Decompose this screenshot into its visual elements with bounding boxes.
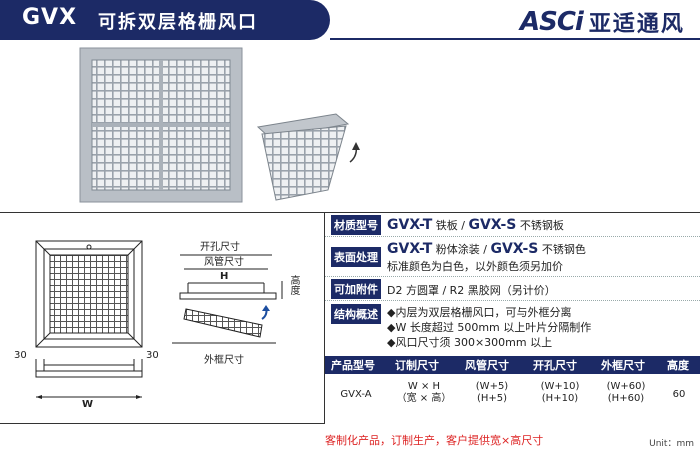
- surface-s-code: GVX-S: [490, 241, 539, 257]
- cell-duct-h: (H+5): [476, 393, 508, 404]
- header-bar: [0, 0, 330, 40]
- structure-bullet: ◆内层为双层格栅风口，可与外框分离: [387, 306, 572, 319]
- surface-note: 标准颜色为白色，以外颜色须另加价: [387, 260, 563, 273]
- surface-t-desc: 粉体涂装 /: [435, 243, 487, 256]
- product-photo-area: [0, 42, 700, 210]
- surface-t-code: GVX-T: [387, 241, 433, 257]
- material-s-code: GVX-S: [468, 217, 517, 233]
- cell-custom-size: W × H: [407, 381, 441, 392]
- front-view-drawing: [35, 240, 143, 348]
- surface-s-desc: 不锈钢色: [541, 243, 586, 256]
- grille-open-photo: [256, 113, 360, 201]
- page-title: 可拆双层格栅风口: [98, 12, 258, 33]
- material-s-desc: 不锈钢板: [519, 219, 564, 232]
- brand-logo: ASCi: [520, 7, 584, 37]
- material-t-desc: 铁板 /: [435, 219, 465, 232]
- structure-label: 结构概述: [331, 304, 381, 324]
- header-divider: [330, 38, 700, 40]
- technical-drawing: 30 30 W 开孔尺寸 风管尺寸 H 高度 外框尺寸: [0, 212, 325, 424]
- cell-custom-size-note: （宽 × 高）: [396, 393, 452, 404]
- left-margin-label: 30: [14, 350, 27, 361]
- opening-size-label: 开孔尺寸: [200, 242, 240, 253]
- cell-height: 60: [672, 389, 686, 400]
- cell-opening-h: (H+10): [541, 393, 579, 404]
- spec-row-surface: 表面处理 GVX-T 粉体涂装 / GVX-S 不锈钢色 标准颜色为白色，以外颜…: [325, 237, 700, 277]
- h-label: H: [220, 271, 229, 282]
- header-custom-size: 订制尺寸: [395, 359, 439, 372]
- right-margin-label: 30: [146, 350, 159, 361]
- duct-size-label: 风管尺寸: [204, 257, 244, 268]
- accessory-value: D2 方圆罩 / R2 黑胶网（另计价）: [387, 284, 556, 297]
- custom-order-note: 客制化产品，订制生产，客户提供宽×高尺寸: [325, 434, 544, 447]
- cell-model: GVX-A: [340, 389, 372, 400]
- width-label: W: [82, 399, 94, 410]
- grille-front-photo: [79, 47, 243, 203]
- brand-name: 亚适通风: [588, 12, 685, 37]
- product-photos: [79, 47, 360, 203]
- spec-panel: 材质型号 GVX-T 铁板 / GVX-S 不锈钢板 表面处理 GVX-T 粉体…: [325, 212, 700, 424]
- cell-opening-w: (W+10): [540, 381, 580, 392]
- accessory-label: 可加附件: [331, 278, 381, 299]
- brand: ASCi 亚适通风: [520, 6, 685, 38]
- spec-row-structure: 结构概述 ◆内层为双层格栅风口，可与外框分离 ◆W 长度超过 500mm 以上叶…: [325, 301, 700, 355]
- cell-duct-w: (W+5): [475, 381, 509, 392]
- dimension-drawing: [35, 240, 283, 399]
- cell-frame-h: (H+60): [607, 393, 645, 404]
- header-model: 产品型号: [331, 359, 375, 372]
- header-duct-size: 风管尺寸: [465, 359, 509, 372]
- side-profile-drawing: [172, 254, 283, 344]
- material-label: 材质型号: [331, 214, 381, 235]
- section-view-drawing: [35, 359, 143, 399]
- product-code: GVX: [22, 5, 78, 30]
- height-label: 高度: [288, 275, 299, 295]
- structure-bullet: ◆W 长度超过 500mm 以上叶片分隔制作: [387, 321, 592, 334]
- material-t-code: GVX-T: [387, 217, 433, 233]
- structure-bullet: ◆风口尺寸须 300×300mm 以上: [387, 336, 553, 349]
- header-opening-size: 开孔尺寸: [533, 359, 577, 372]
- surface-label: 表面处理: [331, 246, 381, 267]
- table-header-row: 产品型号 订制尺寸 风管尺寸 开孔尺寸 外框尺寸 高度: [325, 356, 700, 374]
- cell-frame-w: (W+60): [606, 381, 646, 392]
- spec-row-accessory: 可加附件 D2 方圆罩 / R2 黑胶网（另计价）: [325, 277, 700, 301]
- spec-row-material: 材质型号 GVX-T 铁板 / GVX-S 不锈钢板: [325, 213, 700, 237]
- header-height: 高度: [667, 359, 689, 372]
- header-frame-size: 外框尺寸: [601, 359, 645, 372]
- outer-size-label: 外框尺寸: [204, 355, 244, 366]
- unit-label: Unit：mm: [649, 439, 694, 449]
